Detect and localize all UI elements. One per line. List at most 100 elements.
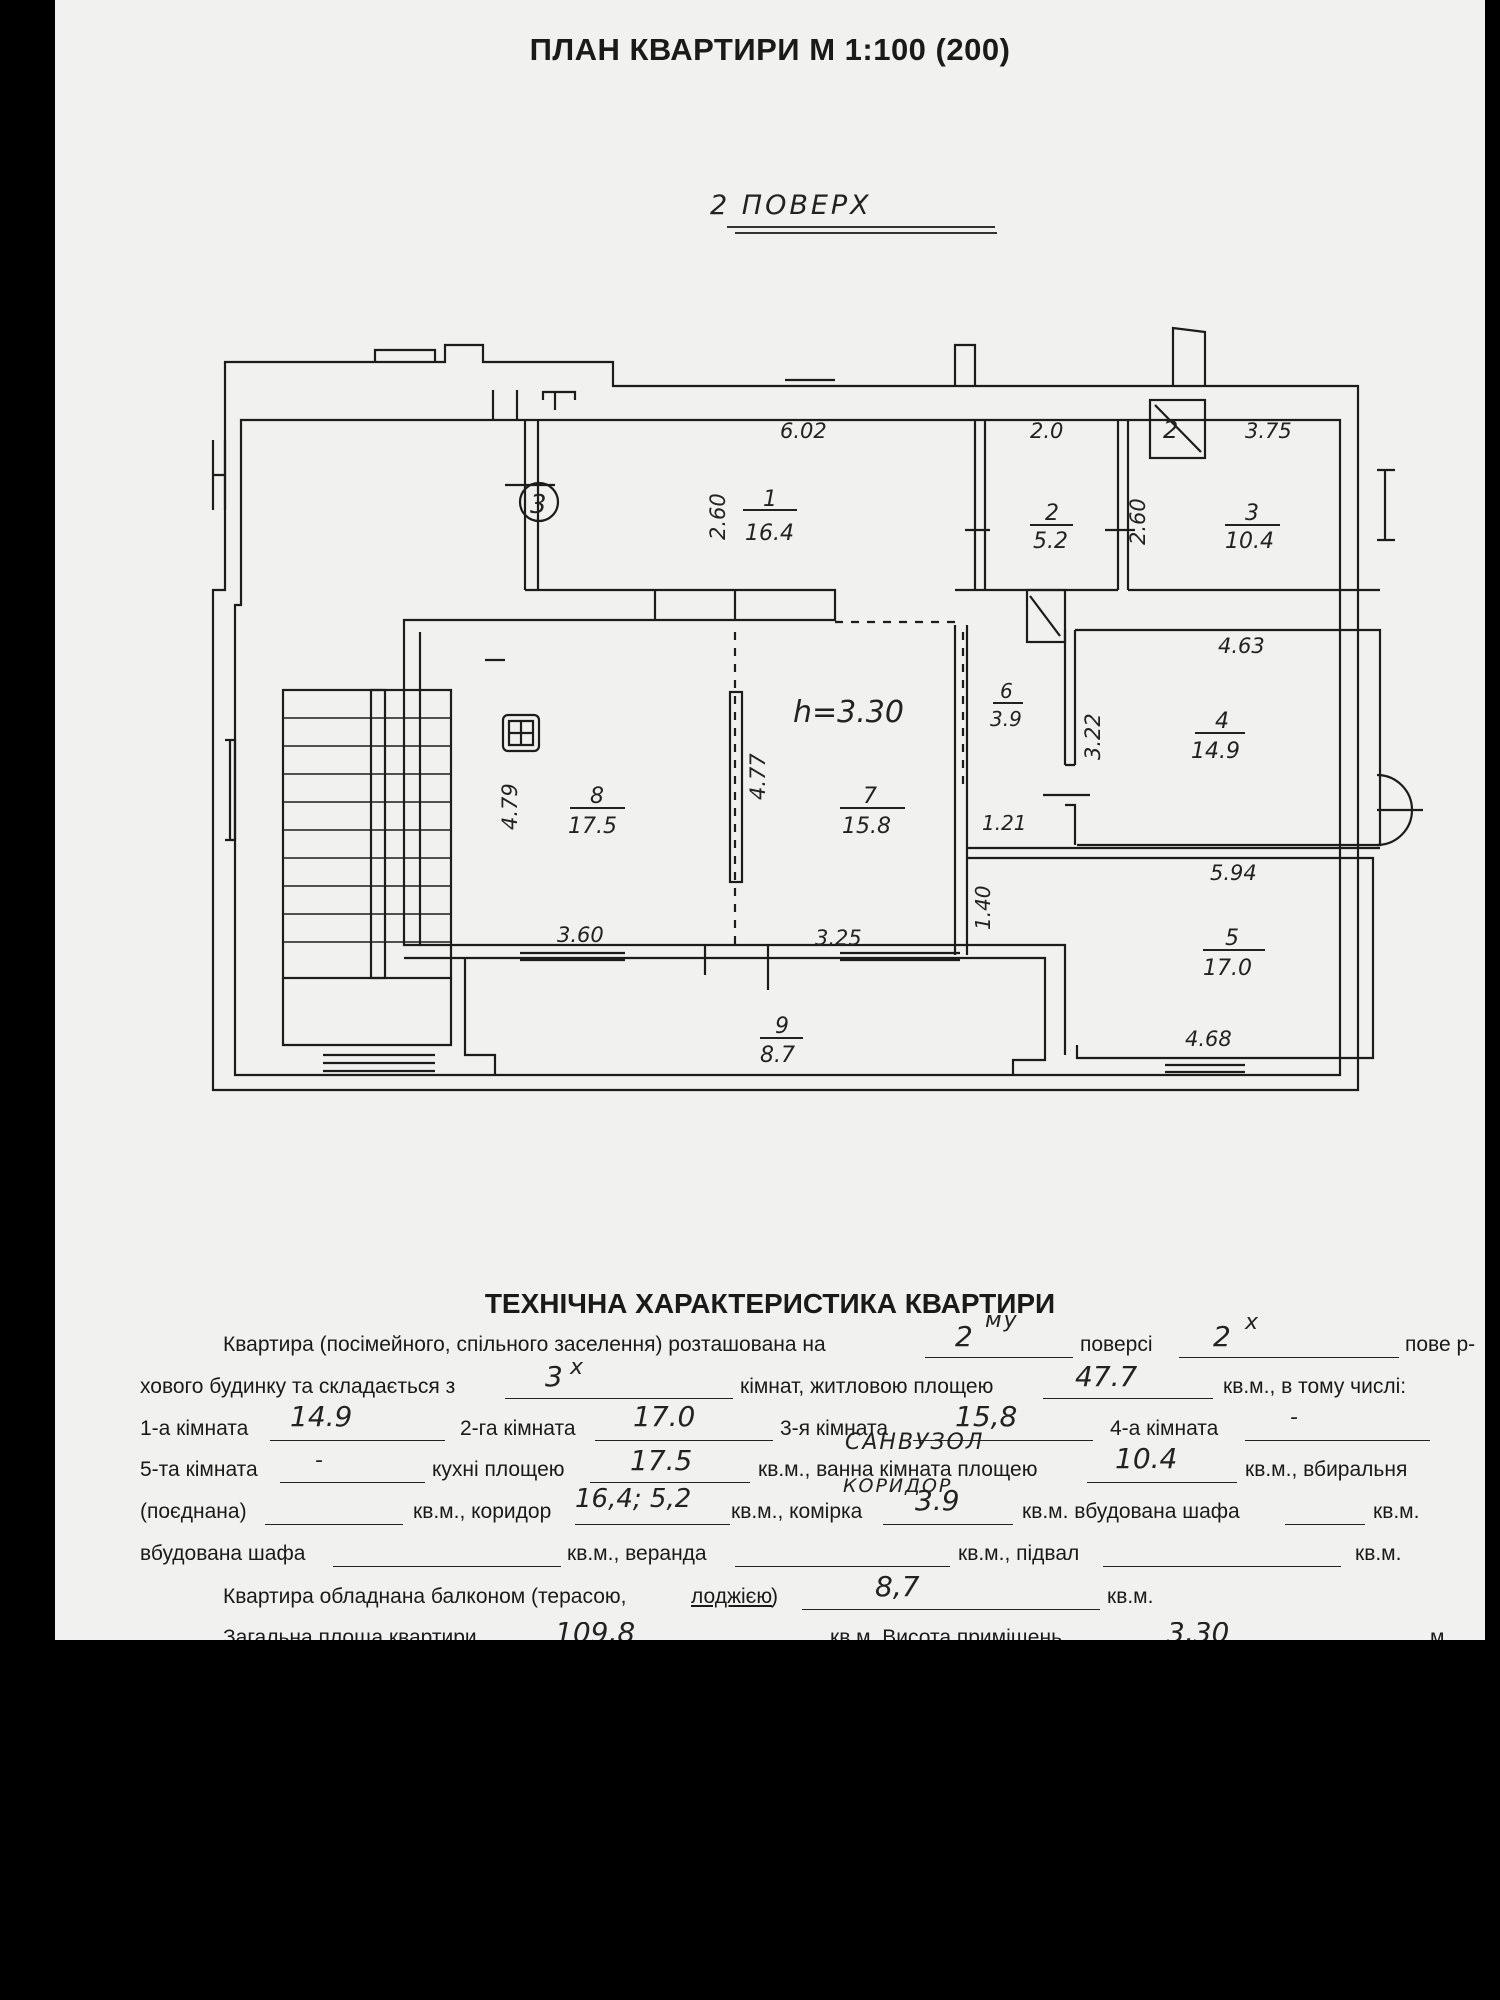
- form-text: ): [771, 1585, 778, 1608]
- form-blank: [1245, 1440, 1430, 1441]
- form-value: 14.9: [290, 1400, 353, 1433]
- room-5-number: 5: [1225, 926, 1239, 951]
- dim-label: 3.75: [1245, 419, 1292, 443]
- wall-segment: [973, 420, 1130, 590]
- vent-mark-label: 2: [1163, 416, 1178, 444]
- dim-label: 4.79: [498, 783, 522, 830]
- form-value: 17.5: [630, 1444, 693, 1477]
- form-value: 2: [1213, 1320, 1231, 1353]
- plan-title: ПЛАН КВАРТИРИ М 1:100 (200): [529, 32, 1011, 67]
- form-text: кв.м., комірка: [731, 1500, 863, 1523]
- outer-wall: [233, 418, 1342, 1077]
- wall-segment: [1171, 326, 1207, 386]
- form-blank: [590, 1482, 750, 1483]
- room-1-number: 1: [763, 487, 777, 512]
- room-8-area: 17.5: [568, 814, 617, 839]
- form-text: Загальна площа квартири: [223, 1626, 477, 1640]
- room-4-number: 4: [1215, 709, 1229, 734]
- window: [541, 390, 577, 410]
- form-text: м: [1430, 1626, 1445, 1640]
- room-9-area: 8.7: [760, 1043, 795, 1068]
- form-text: 4-а кімната: [1110, 1417, 1219, 1440]
- form-text: кв.м., ванна кімната площею: [758, 1458, 1038, 1481]
- form-note: САНВУЗОЛ: [845, 1430, 985, 1455]
- form-blank: [280, 1482, 425, 1483]
- form-text: кв.м. Висота приміщень: [830, 1626, 1063, 1640]
- wall-segment: [373, 348, 437, 362]
- form-text: хового будинку та складається з: [140, 1375, 456, 1398]
- stove-burners: [507, 719, 535, 747]
- floor-underline: [727, 226, 995, 228]
- dim-label: 4.77: [746, 753, 770, 800]
- form-blank: [1285, 1524, 1365, 1525]
- wall-segment: [653, 590, 737, 620]
- form-blank: [802, 1609, 1100, 1610]
- form-text-underlined: лоджією: [691, 1585, 773, 1608]
- window: [520, 951, 960, 962]
- window: [1154, 404, 1202, 453]
- dim-label: 3.60: [557, 923, 604, 947]
- form-value: 3,30: [1167, 1622, 1230, 1640]
- outer-wall: [211, 343, 1360, 1092]
- form-text: кв.м., підвал: [958, 1542, 1080, 1565]
- wall-segment: [1075, 628, 1382, 847]
- form-text: 3-я кімната: [780, 1417, 889, 1440]
- form-text: кв.м., вбиральня: [1245, 1458, 1408, 1481]
- form-blank: [925, 1357, 1073, 1358]
- floor-plan: h=3.30 3 2 1 16.4 2 5.2 3 10.4 4 14.9 5 …: [211, 326, 1423, 1092]
- opening-dashed: [733, 620, 965, 945]
- form-blank: [270, 1440, 445, 1441]
- cut-off-line: Загальна площа квартири 109,8 кв.м. Висо…: [55, 1622, 1485, 1640]
- form-value: x: [570, 1355, 586, 1380]
- room-7-area: 15.8: [842, 814, 891, 839]
- dim-label: 3.25: [815, 926, 862, 950]
- form-text: Квартира обладнана балконом (терасою,: [223, 1585, 627, 1608]
- form-value: 8,7: [875, 1570, 920, 1603]
- form-text: кухні площею: [432, 1458, 565, 1481]
- window: [323, 1053, 435, 1073]
- room-6-number: 6: [1000, 679, 1013, 703]
- form-blank: [883, 1524, 1013, 1525]
- dim-label: 1.40: [971, 885, 995, 930]
- form-value: 109,8: [555, 1622, 636, 1640]
- form-text: кв.м.: [1373, 1500, 1420, 1523]
- form-text: кв.м.: [1107, 1585, 1154, 1608]
- room-2-area: 5.2: [1033, 529, 1068, 554]
- room-6-area: 3.9: [990, 707, 1022, 731]
- form-blank: [1179, 1357, 1399, 1358]
- form-value: 3: [545, 1360, 563, 1393]
- wall-segment: [967, 846, 1380, 1060]
- vent-shaft-diagonal: [1029, 595, 1061, 637]
- form-text: кв.м. вбудована шафа: [1022, 1500, 1240, 1523]
- form-text: 2-га кімната: [460, 1417, 576, 1440]
- form-value: 15,8: [955, 1400, 1018, 1433]
- form-text: кімнат, житловою площею: [740, 1375, 994, 1398]
- form-value: 10.4: [1115, 1442, 1178, 1475]
- room-9-number: 9: [775, 1014, 789, 1039]
- floor-label: 2 ПОВЕРХ: [710, 190, 872, 221]
- form-value: -: [1290, 1405, 1298, 1430]
- form-text: (поєднана): [140, 1500, 247, 1523]
- dim-label: 3.22: [1081, 713, 1105, 760]
- room-7-number: 7: [863, 784, 877, 809]
- floor-underline: [735, 232, 997, 234]
- stair-mark: [518, 481, 560, 523]
- form-blank: [1087, 1482, 1237, 1483]
- wall-segment: [953, 625, 969, 955]
- dim-label: 2.60: [706, 493, 730, 540]
- partition-wall: [728, 690, 744, 884]
- dim-label: 5.94: [1210, 861, 1257, 885]
- form-blank: [333, 1566, 561, 1567]
- wall-segment: [420, 943, 1067, 1055]
- document-page: ПЛАН КВАРТИРИ М 1:100 (200) 2 ПОВЕРХ: [55, 0, 1485, 1640]
- wall-segment: [953, 343, 977, 386]
- form-value: 47.7: [1075, 1360, 1138, 1393]
- form-text: поверсі: [1080, 1333, 1153, 1356]
- form-blank: [595, 1440, 773, 1441]
- stair-wall: [281, 978, 453, 1047]
- form-note: КОРИДОР: [843, 1475, 953, 1497]
- form-blank: [913, 1440, 1093, 1441]
- stove: [501, 713, 541, 753]
- dim-label: 4.68: [1185, 1027, 1232, 1051]
- form-text: пове р-: [1405, 1333, 1476, 1356]
